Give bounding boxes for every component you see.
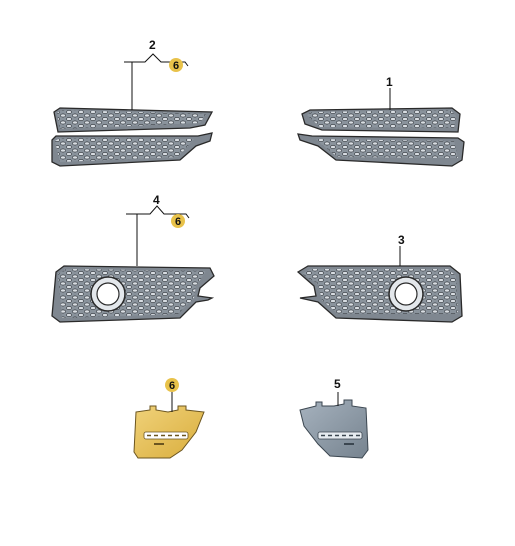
badge-6: 6 — [165, 378, 179, 392]
grille-left-top — [51, 107, 214, 167]
badge-2: 6 — [169, 58, 183, 72]
grille-right-top — [297, 107, 465, 167]
grille-left-fog — [51, 265, 215, 323]
badge-label-6: 6 — [169, 380, 175, 392]
cover-grey — [299, 399, 369, 459]
cover-primed — [133, 405, 205, 459]
badge-label-4: 6 — [175, 216, 181, 228]
part-label-1: 1 — [386, 75, 393, 89]
grille-right-fog — [296, 265, 463, 323]
part-label-2: 2 — [149, 38, 156, 52]
leader-2 — [124, 53, 189, 110]
part-label-5: 5 — [334, 377, 341, 391]
badge-label-2: 6 — [173, 60, 179, 72]
badge-4: 6 — [171, 214, 185, 228]
leader-4 — [126, 205, 190, 266]
part-label-3: 3 — [398, 233, 405, 247]
part-label-4: 4 — [153, 193, 160, 207]
